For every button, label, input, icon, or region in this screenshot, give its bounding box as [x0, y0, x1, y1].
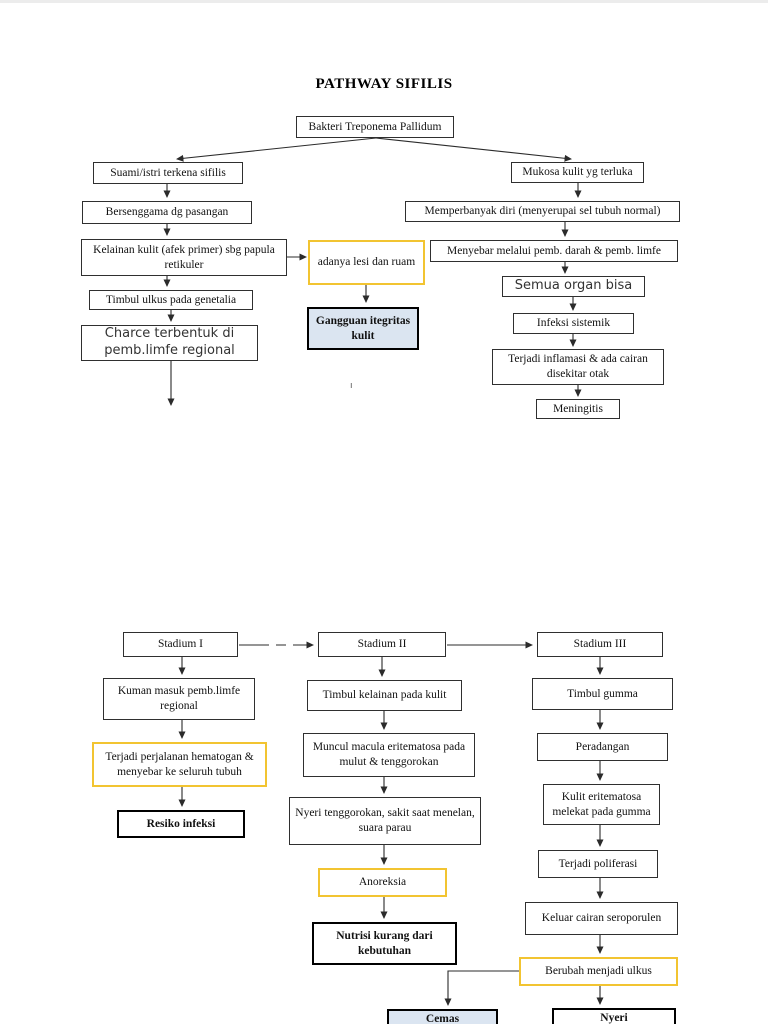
node-cemas: Cemas	[387, 1009, 498, 1024]
node-nyeri: Nyeri	[552, 1008, 676, 1024]
node-infeksi-sistemik: Infeksi sistemik	[513, 313, 634, 334]
node-nutrisi-kurang: Nutrisi kurang dari kebutuhan	[312, 922, 457, 965]
node-berubah-ulkus: Berubah menjadi ulkus	[519, 957, 678, 986]
node-stadium-3: Stadium III	[537, 632, 663, 657]
node-stadium-2: Stadium II	[318, 632, 446, 657]
node-timbul-ulkus: Timbul ulkus pada genetalia	[89, 290, 253, 310]
node-gangguan-integritas: Gangguan itegritas kulit	[307, 307, 419, 350]
node-menyebar: Menyebar melalui pemb. darah & pemb. lim…	[430, 240, 678, 262]
node-stadium-1: Stadium I	[123, 632, 238, 657]
node-bersenggama: Bersenggama dg pasangan	[82, 201, 252, 224]
page-title: PATHWAY SIFILIS	[315, 76, 453, 92]
node-nyeri-tenggorokan: Nyeri tenggorokan, sakit saat menelan, s…	[289, 797, 481, 845]
node-seroporulen: Keluar cairan seroporulen	[525, 902, 678, 935]
node-resiko-infeksi: Resiko infeksi	[117, 810, 245, 838]
node-meningitis: Meningitis	[536, 399, 620, 419]
node-kulit-eritematosa: Kulit eritematosa melekat pada gumma	[543, 784, 660, 825]
node-charce: Charce terbentuk di pemb.limfe regional	[81, 325, 258, 361]
node-memperbanyak: Memperbanyak diri (menyerupai sel tubuh …	[405, 201, 680, 222]
node-inflamasi: Terjadi inflamasi & ada cairan disekitar…	[492, 349, 664, 385]
node-mukosa: Mukosa kulit yg terluka	[511, 162, 644, 183]
node-adanya-lesi: adanya lesi dan ruam	[308, 240, 425, 285]
node-hematogan: Terjadi perjalanan hematogan & menyebar …	[92, 742, 267, 787]
node-peradangan: Peradangan	[537, 733, 668, 761]
node-kuman-masuk: Kuman masuk pemb.limfe regional	[103, 678, 255, 720]
node-root: Bakteri Treponema Pallidum	[296, 116, 454, 138]
stray-tick-mark: ı	[350, 381, 353, 391]
node-timbul-gumma: Timbul gumma	[532, 678, 673, 710]
node-macula: Muncul macula eritematosa pada mulut & t…	[303, 733, 475, 777]
node-poliferasi: Terjadi poliferasi	[538, 850, 658, 878]
node-anoreksia: Anoreksia	[318, 868, 447, 897]
node-timbul-kelainan: Timbul kelainan pada kulit	[307, 680, 462, 711]
node-suami-istri: Suami/istri terkena sifilis	[93, 162, 243, 184]
node-semua-organ: Semua organ bisa	[502, 276, 645, 297]
page-top-strip	[0, 0, 768, 3]
node-kelainan-kulit: Kelainan kulit (afek primer) sbg papula …	[81, 239, 287, 276]
